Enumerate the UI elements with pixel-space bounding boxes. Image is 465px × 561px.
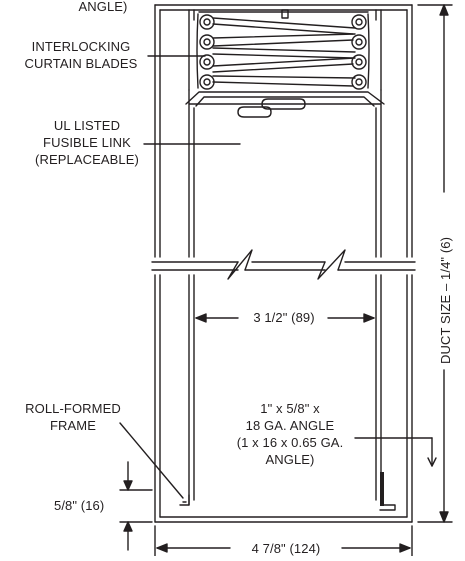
interlocking-curtain-blades <box>196 9 370 90</box>
label-interlocking: INTERLOCKING CURTAIN BLADES <box>18 38 144 72</box>
label-angle-top: ANGLE) <box>78 0 128 14</box>
label-angle-line1: 1" x 5/8" x <box>260 401 320 416</box>
label-rollformed-line1: ROLL-FORMED <box>25 401 121 416</box>
dimension-inner-width <box>195 313 375 323</box>
fusible-link-assembly <box>185 91 385 118</box>
label-fusible-line3: (REPLACEABLE) <box>35 152 139 167</box>
label-roll-formed-frame: ROLL-FORMED FRAME <box>18 400 128 434</box>
label-angle-line4: ANGLE) <box>265 452 315 467</box>
label-duct-size: DUCT SIZE – 1/4" (6) <box>438 236 453 364</box>
label-fusible-line1: UL LISTED <box>53 118 121 133</box>
inner-channel <box>188 9 382 506</box>
dimension-outer-width <box>154 525 413 557</box>
label-interlocking-line2: CURTAIN BLADES <box>24 56 138 71</box>
label-outer-width: 4 7/8" (124) <box>251 541 321 556</box>
label-fusible-line2: FUSIBLE LINK <box>43 135 131 150</box>
label-interlocking-line1: INTERLOCKING <box>31 39 131 54</box>
label-fusible-link: UL LISTED FUSIBLE LINK (REPLACEABLE) <box>32 117 142 168</box>
label-angle-line2: 18 GA. ANGLE <box>245 418 335 433</box>
dimension-angle-depth <box>119 461 153 551</box>
bottom-angles <box>179 472 396 511</box>
label-inner-width: 3 1/2" (89) <box>253 310 315 325</box>
label-angle-spec: 1" x 5/8" x 18 GA. ANGLE (1 x 16 x 0.65 … <box>225 400 355 468</box>
label-angle-line3: (1 x 16 x 0.65 GA. <box>236 435 344 450</box>
label-rollformed-line2: FRAME <box>50 418 96 433</box>
break-lines <box>151 249 416 280</box>
roll-formed-frame <box>154 4 413 523</box>
leader-lines <box>119 55 437 499</box>
label-angle-depth: 5/8" (16) <box>54 498 105 513</box>
dimension-duct-size <box>417 4 453 523</box>
